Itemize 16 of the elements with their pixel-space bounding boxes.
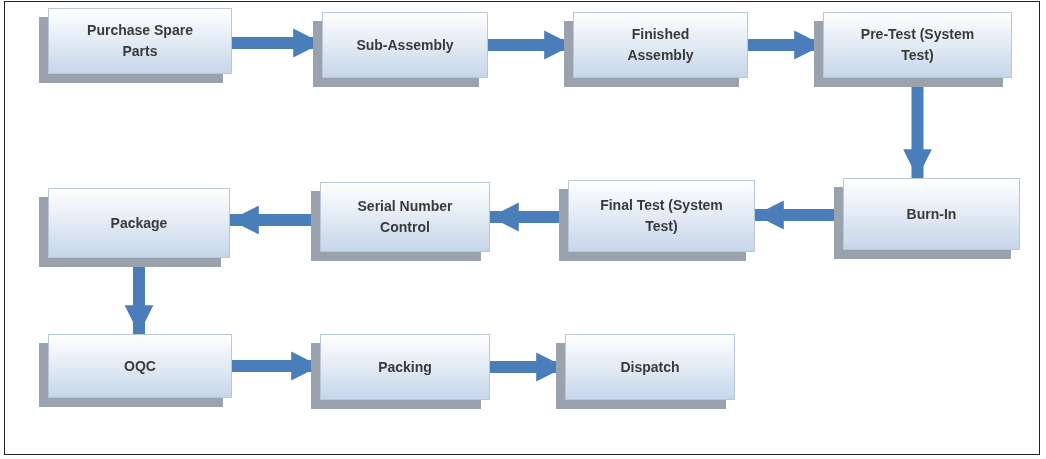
box-label: Package <box>110 213 168 233</box>
box-label: Dispatch <box>620 357 680 377</box>
block-arrow <box>230 205 311 235</box>
box-label: Final Test (System Test) <box>599 196 724 236</box>
box-label: Packing <box>378 357 432 377</box>
box-label: Sub-Assembly <box>356 35 454 55</box>
box-label: Purchase Spare Parts <box>86 21 194 61</box>
box-label: OQC <box>124 356 156 376</box>
box-label: Burn-In <box>906 204 957 224</box>
block-arrow <box>903 87 932 178</box>
block-arrow <box>490 202 559 232</box>
box-label: Serial Number Control <box>356 197 454 237</box>
block-arrow <box>124 267 154 334</box>
box-label: Pre-Test (System Test) <box>859 25 976 65</box>
box-label: Finished Assembly <box>626 25 695 65</box>
block-arrow <box>755 200 834 230</box>
